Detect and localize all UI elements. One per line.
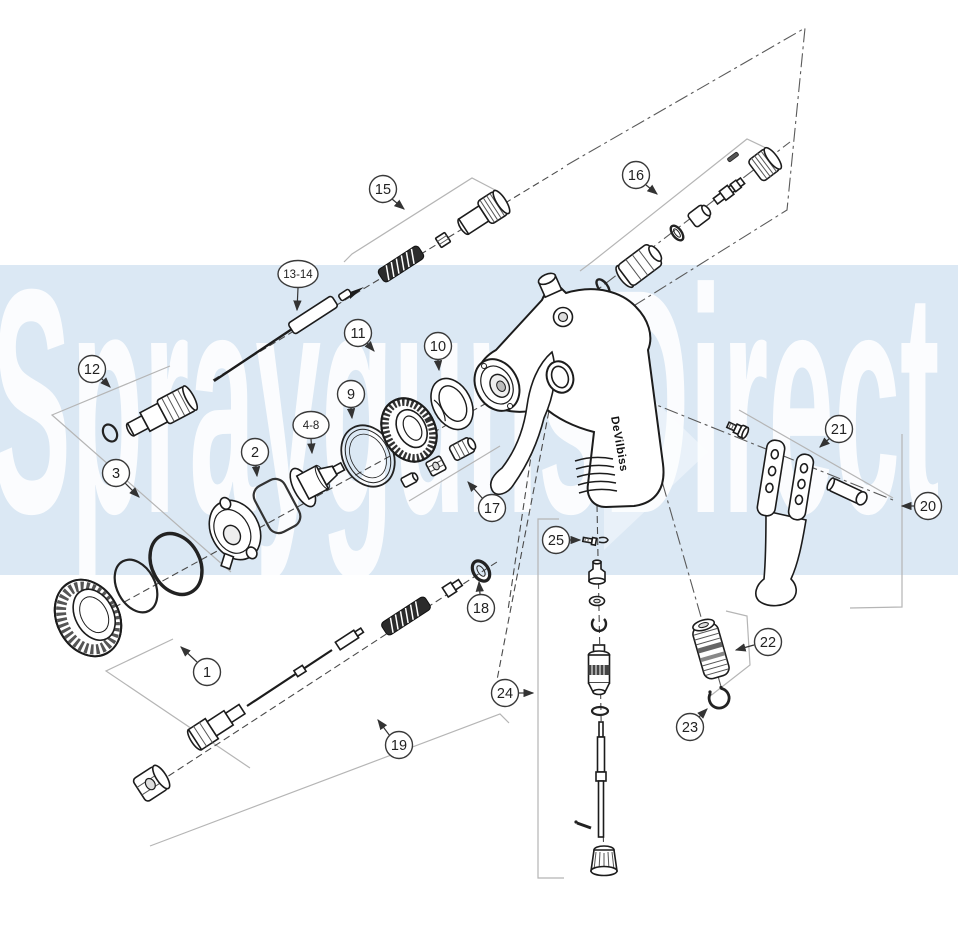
part-pivot-pin (826, 477, 868, 506)
callout-11: 11 (343, 318, 375, 352)
svg-text:16: 16 (628, 168, 644, 184)
trigger-blade (755, 510, 807, 607)
callout-22: 22 (734, 627, 783, 657)
svg-text:20: 20 (920, 499, 936, 515)
svg-text:1: 1 (203, 665, 211, 681)
svg-text:4-8: 4-8 (303, 420, 320, 432)
part-air-valve-assembly (595, 146, 783, 296)
callout-16: 16 (621, 160, 658, 195)
svg-text:24: 24 (497, 686, 513, 702)
callout-23: 23 (675, 708, 708, 742)
callout-21: 21 (819, 414, 854, 448)
svg-text:22: 22 (760, 635, 776, 651)
svg-text:11: 11 (350, 326, 365, 342)
part-o-rings (113, 531, 204, 614)
gun-grip-grooves (574, 456, 618, 494)
svg-text:3: 3 (112, 466, 120, 482)
svg-text:10: 10 (430, 339, 446, 355)
svg-text:21: 21 (831, 422, 847, 438)
part-trigger-assembly (725, 421, 868, 607)
callout-25: 25 (541, 525, 582, 555)
svg-text:2: 2 (251, 445, 259, 461)
svg-text:9: 9 (347, 387, 355, 403)
svg-text:17: 17 (484, 501, 500, 517)
part-needle-spring-knob (377, 189, 511, 283)
part-spreader-clip (252, 477, 302, 535)
svg-text:15: 15 (375, 182, 391, 198)
callout-9: 9 (336, 379, 366, 420)
part-spray-head-barrel (692, 618, 730, 680)
callout-24: 24 (490, 678, 535, 708)
part-air-cap (208, 496, 262, 571)
part-air-valve-column (574, 559, 618, 877)
callout-3: 3 (101, 458, 140, 498)
svg-text:23: 23 (682, 720, 698, 736)
assembly-brackets (50, 138, 903, 879)
part-set-screw (581, 536, 609, 547)
callout-12: 12 (77, 354, 111, 388)
part-needle-assembly (132, 578, 464, 802)
part-packing-cartridge (101, 385, 199, 443)
part-fluid-tip (289, 461, 346, 508)
part-snap-ring (707, 685, 731, 710)
callout-15: 15 (368, 174, 405, 210)
callout-1: 1 (180, 646, 222, 687)
callout-13-14: 13-14 (277, 259, 319, 312)
svg-text:19: 19 (391, 738, 407, 754)
callouts: 1 2 3 4-8 9 10 11 (77, 160, 943, 760)
gun-fluid-horn (489, 350, 556, 496)
callout-10: 10 (423, 331, 453, 372)
svg-text:18: 18 (473, 601, 489, 617)
callout-4-8: 4-8 (292, 410, 330, 455)
gun-body: DeVilbiss (473, 272, 665, 509)
callout-20: 20 (900, 491, 943, 521)
watermark: SpraygunsDirect (0, 265, 958, 575)
part-valve-spring-nut (400, 437, 477, 488)
svg-text:12: 12 (84, 362, 100, 378)
callout-2: 2 (240, 437, 270, 478)
callout-17: 17 (467, 481, 507, 523)
part-fluid-needle (213, 287, 364, 382)
svg-text:25: 25 (548, 533, 564, 549)
gun-front-face (473, 358, 521, 412)
part-retainer-clip (430, 377, 474, 431)
part-retaining-ring (53, 578, 123, 658)
part-packing-o-ring (470, 559, 492, 583)
callout-19: 19 (377, 719, 414, 760)
svg-text:13-14: 13-14 (283, 269, 313, 281)
part-baffle (380, 397, 438, 463)
callout-18: 18 (466, 580, 496, 623)
